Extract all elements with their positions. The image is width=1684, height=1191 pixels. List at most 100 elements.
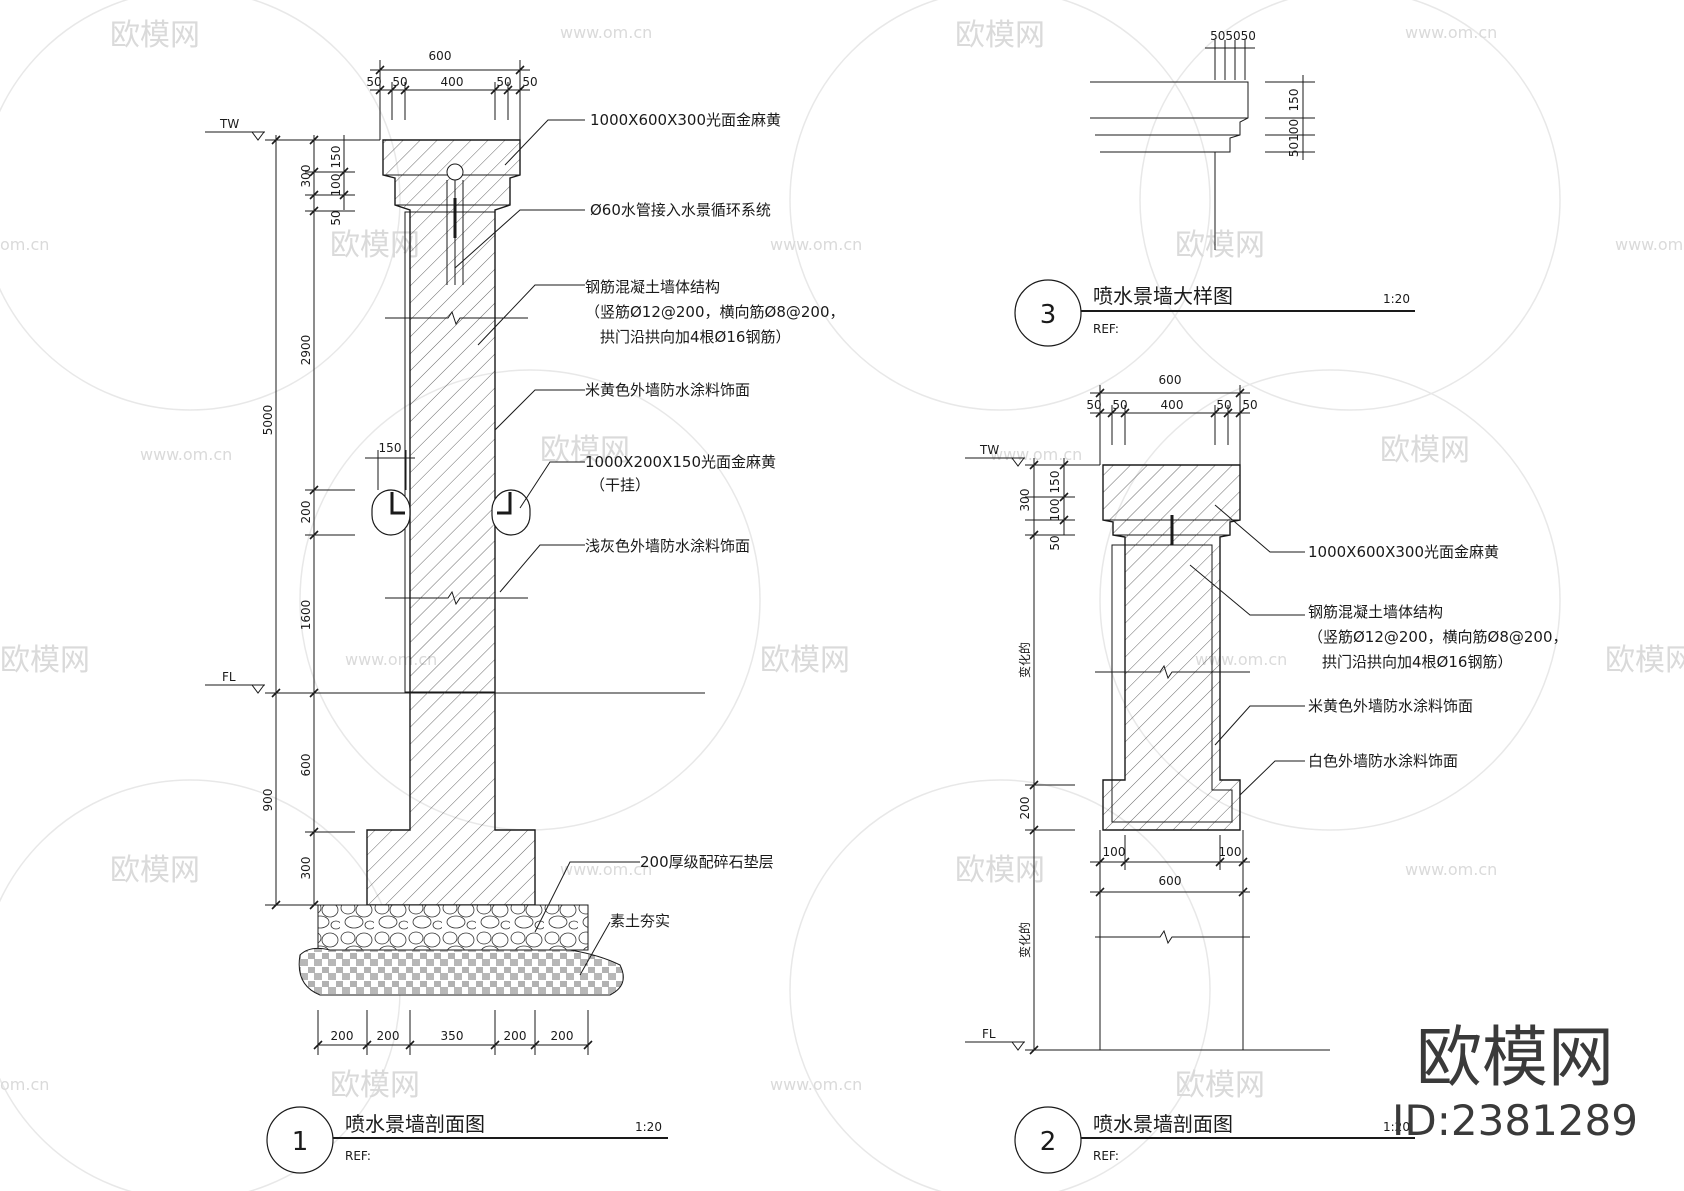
view2-dim-d: 50	[1242, 398, 1257, 412]
view1-stone-band	[371, 489, 531, 536]
watermark-logo: 欧模网	[1380, 433, 1470, 468]
view2-title: 喷水景墙剖面图	[1093, 1112, 1233, 1136]
view1-gravel-layer	[317, 904, 589, 951]
view1-dim-1600: 1600	[299, 600, 313, 631]
watermark-fragment: 欧模网	[1605, 643, 1684, 678]
view2-top-dims	[1090, 385, 1250, 465]
view1-bottom-dim-5: 200	[551, 1029, 574, 1043]
watermark-url: om.cn	[0, 235, 49, 254]
view1-section: 600 50 50 400 50 50 300 150 100 50 2900 …	[205, 49, 845, 1174]
watermark-url: om.cn	[0, 1075, 49, 1094]
view2-dim-total: 600	[1159, 373, 1182, 387]
view2-bottom-dims	[1090, 835, 1250, 898]
view1-bottom-dims	[313, 1010, 593, 1055]
view2-leaders	[1189, 504, 1305, 796]
view2-dim-c: 50	[1216, 398, 1231, 412]
watermark-url: www.om.cn	[140, 445, 232, 464]
view1-dim-d: 50	[522, 75, 537, 89]
watermark-logo: 欧模网	[955, 18, 1045, 53]
view1-title-circle	[266, 1106, 334, 1174]
view2-note-paint-yellow: 米黄色外墙防水涂料饰面	[1308, 697, 1473, 715]
view1-dim-mid: 400	[441, 75, 464, 89]
view2-level-tw-label: TW	[979, 443, 999, 457]
watermark-circles	[0, 0, 1561, 1191]
view2-bottom-dim-left: 100	[1103, 845, 1126, 859]
view1-bottom-dim-4: 200	[504, 1029, 527, 1043]
watermark-logo: 欧模网	[110, 18, 200, 53]
view2-break-lines	[1095, 664, 1250, 945]
watermark-url: www.om.cn	[990, 445, 1082, 464]
view3-ref: REF:	[1093, 322, 1119, 336]
view2-level-fl	[965, 1041, 1330, 1051]
view2-scale: 1:20	[1383, 1120, 1410, 1134]
view1-dim-200: 200	[299, 501, 313, 524]
view3-title: 喷水景墙大样图	[1093, 284, 1233, 308]
view1-leaders	[454, 119, 640, 976]
view2-dim-300: 300	[1018, 489, 1032, 512]
watermark-url: www.om.cn	[1615, 235, 1684, 254]
view1-dim-2900: 2900	[299, 335, 313, 366]
view1-note-band1: 1000X200X150光面金麻黄	[585, 453, 776, 471]
view2-number: 2	[1040, 1127, 1057, 1157]
view1-dim-300: 300	[299, 165, 313, 188]
view2-dim-b: 50	[1112, 398, 1127, 412]
view2-dim-150: 150	[1048, 471, 1062, 494]
view1-note-struct3: 拱门沿拱向加4根Ø16钢筋）	[600, 328, 790, 346]
view1-top-dims	[370, 60, 530, 140]
view2-note-struct1: 钢筋混凝土墙体结构	[1308, 603, 1443, 621]
view2-level-fl-label: FL	[982, 1027, 996, 1041]
view1-note-cap: 1000X600X300光面金麻黄	[590, 111, 781, 129]
view3-title-circle	[1014, 279, 1082, 347]
view2-ref: REF:	[1093, 1149, 1119, 1163]
view2-bottom-dim-right: 100	[1219, 845, 1242, 859]
view1-level-fl-label: FL	[222, 670, 236, 684]
view2-dim-mid: 400	[1161, 398, 1184, 412]
view1-level-tw-label: TW	[219, 117, 239, 131]
view2-dim-a: 50	[1086, 398, 1101, 412]
view1-level-tw	[205, 131, 265, 141]
watermark-url: www.om.cn	[560, 860, 652, 879]
view2-note-cap: 1000X600X300光面金麻黄	[1308, 543, 1499, 561]
watermark-logo: 欧模网	[330, 1068, 420, 1103]
view1-dim-900: 900	[261, 789, 275, 812]
view1-dim-100: 100	[329, 174, 343, 197]
view1-number: 1	[292, 1127, 309, 1157]
watermark-logo: 欧模网	[760, 643, 850, 678]
view2-note-paint-white: 白色外墙防水涂料饰面	[1308, 752, 1458, 770]
view1-title: 喷水景墙剖面图	[345, 1112, 485, 1136]
view2-note-struct2: （竖筋Ø12@200，横向筋Ø8@200，	[1308, 628, 1568, 646]
view3-dim-150: 150	[1287, 89, 1301, 112]
view1-dim-600: 600	[299, 754, 313, 777]
view2-left-dims	[1025, 458, 1100, 1055]
view1-bottom-dim-2: 200	[377, 1029, 400, 1043]
view1-dim-50: 50	[329, 210, 343, 225]
view3-profile	[1090, 40, 1315, 250]
view1-bottom-dim-1: 200	[331, 1029, 354, 1043]
view3-number: 3	[1040, 300, 1057, 330]
view3-top-dims: 505050	[1210, 29, 1256, 43]
view2-dim-100: 100	[1048, 499, 1062, 522]
watermark-logo: 欧模网	[1175, 1068, 1265, 1103]
view1-note-struct2: （竖筋Ø12@200，横向筋Ø8@200，	[585, 303, 845, 321]
view1-dim-a: 50	[366, 75, 381, 89]
watermark-url: www.om.cn	[770, 235, 862, 254]
view1-break-lines	[385, 310, 528, 606]
view2-dim-50: 50	[1048, 535, 1062, 550]
watermark-logo: 欧模网	[330, 228, 420, 263]
watermark-logo: 欧模网	[955, 853, 1045, 888]
view2-level-tw	[965, 457, 1025, 467]
view1-soil-layer	[298, 947, 624, 996]
watermark-fragment: 欧模网	[0, 643, 90, 678]
view1-dim-150-detail: 150	[379, 441, 402, 455]
view1-note-struct1: 钢筋混凝土墙体结构	[585, 278, 720, 296]
view1-note-band2: （干挂）	[590, 476, 650, 494]
view1-note-pipe: Ø60水管接入水景循环系统	[590, 201, 771, 219]
brand-id: ID:2381289	[1392, 1096, 1638, 1145]
view2-dim-var1: 变化的	[1017, 642, 1032, 678]
view3-dim-50100: 50100	[1287, 119, 1301, 157]
view1-dim-c: 50	[496, 75, 511, 89]
view1-note-soil: 素土夯实	[610, 912, 670, 930]
view3-detail: 505050 150 50100 3 喷水景墙大样图 1:20 REF:	[1014, 29, 1415, 347]
